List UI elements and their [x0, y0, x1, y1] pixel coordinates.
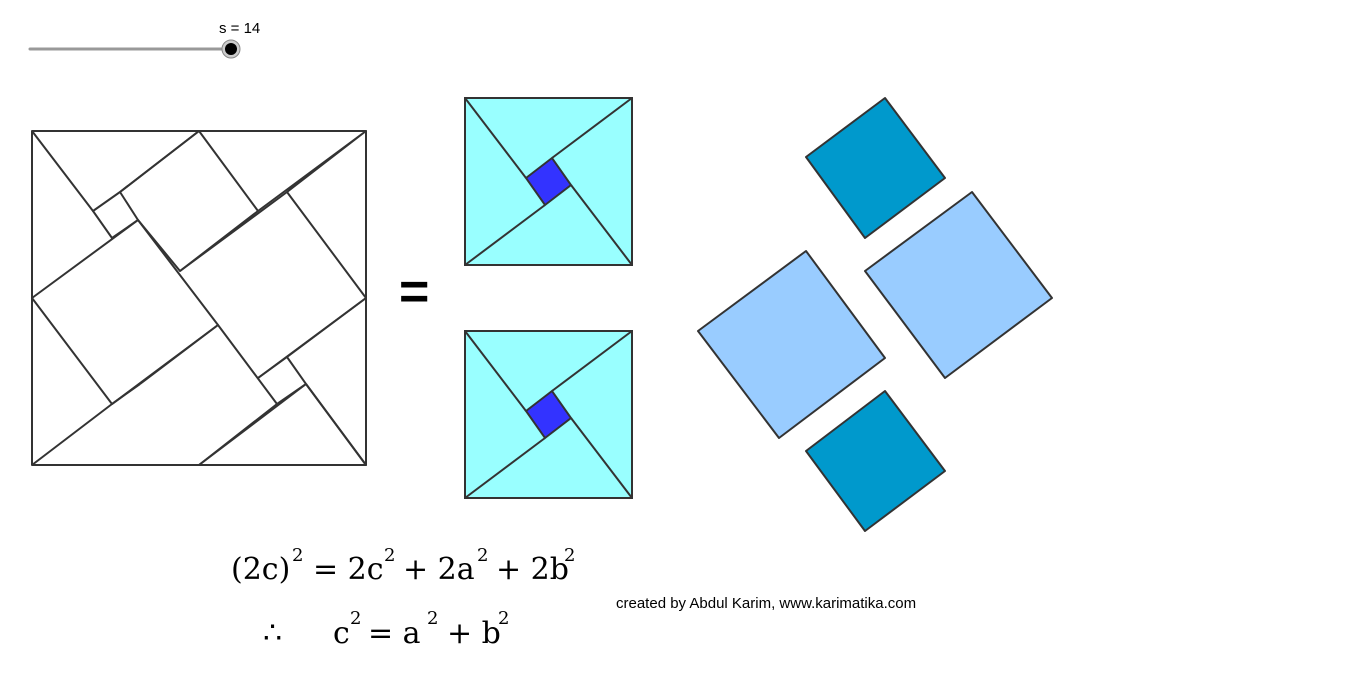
- slider[interactable]: s = 14: [28, 20, 260, 59]
- formula1-rhs-middle: + 2a: [403, 552, 475, 587]
- large-square-right: [179, 191, 367, 379]
- corner-triangle-bottom-right: [286, 297, 367, 466]
- slider-label: s = 14: [219, 20, 260, 37]
- formula2-middle-exponent: 2: [427, 608, 438, 629]
- corner-triangle-bottom-left: [31, 383, 141, 466]
- formula1-rhs-exponent-3: 2: [564, 545, 575, 566]
- big-square-dissection: [31, 130, 367, 466]
- square-a-bottom: [805, 390, 946, 532]
- formula-line-2: ∴ c 2 = a 2 + b 2: [263, 608, 509, 651]
- formula-line-1: (2c) 2 = 2c 2 + 2a 2 + 2b 2: [231, 545, 575, 587]
- formula2-end-exponent: 2: [498, 608, 509, 629]
- square-a-top: [805, 97, 946, 239]
- large-square-left: [31, 219, 219, 405]
- formula1-rhs-end: + 2b: [496, 552, 569, 587]
- small-square-bottom: [257, 356, 307, 405]
- big-square-outline: [31, 130, 367, 466]
- square-top-middle: [119, 130, 259, 272]
- corner-triangle-top-left: [31, 130, 200, 212]
- formula2-middle: = a: [368, 616, 421, 651]
- slider-handle[interactable]: [225, 43, 237, 55]
- pinwheel-square-top: [464, 97, 633, 266]
- equals-sign: =: [399, 263, 429, 321]
- therefore-symbol: ∴: [263, 616, 282, 651]
- formula1-rhs-exponent-2: 2: [477, 545, 488, 566]
- corner-triangle-top-right: [257, 130, 367, 212]
- formula2-lhs-exponent: 2: [350, 608, 361, 629]
- formula2-end: + b: [447, 616, 501, 651]
- formula1-lhs-exponent: 2: [292, 545, 303, 566]
- small-square-top: [92, 191, 139, 239]
- square-b-right: [864, 191, 1053, 379]
- formula2-lhs: c: [333, 616, 350, 651]
- formula1-rhs: = 2c: [313, 552, 384, 587]
- square-b-left: [697, 250, 886, 439]
- square-bottom-middle: [139, 324, 278, 466]
- pinwheel-square-bottom: [464, 330, 633, 499]
- formula1-lhs: (2c): [231, 552, 290, 587]
- formula1-rhs-exponent-1: 2: [384, 545, 395, 566]
- credit-text: created by Abdul Karim, www.karimatika.c…: [616, 595, 916, 612]
- rotated-squares: [697, 97, 1053, 532]
